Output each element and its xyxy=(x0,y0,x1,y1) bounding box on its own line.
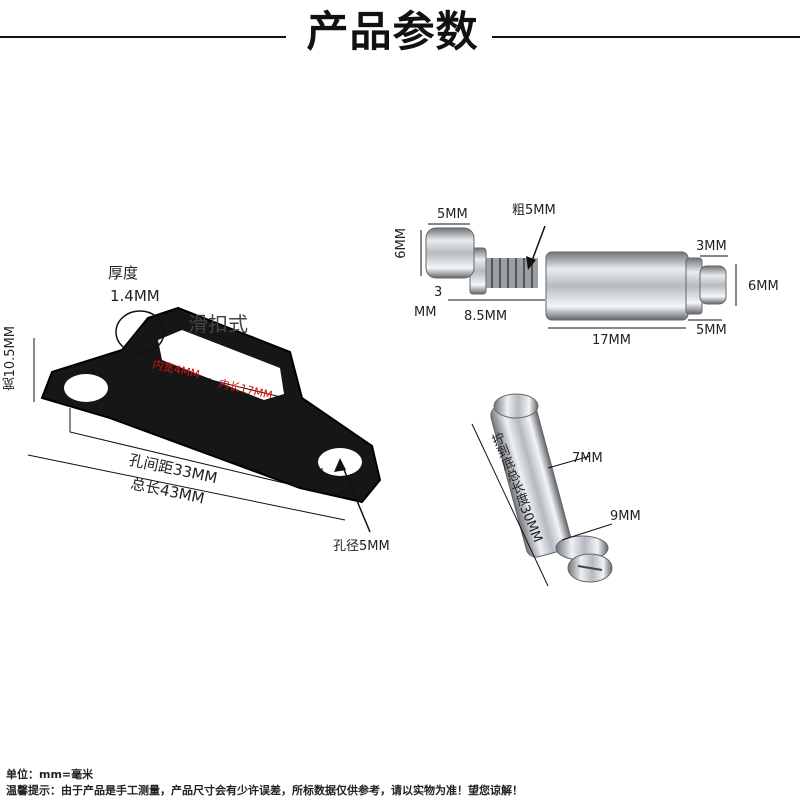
hole-diameter-arrowhead xyxy=(334,458,346,472)
clip-left-hole xyxy=(64,374,108,402)
thickness-label: 厚度 xyxy=(108,264,139,282)
sleeve-body-diameter-label: 6MM xyxy=(748,279,779,294)
sleeve-tip xyxy=(699,265,727,305)
assembly-top-cap xyxy=(493,393,539,419)
assembly-head-diameter-label: 9MM xyxy=(610,509,641,524)
clip-slot xyxy=(158,330,284,400)
width-label: 宽10.5MM xyxy=(3,326,18,391)
hole-diameter-pointer xyxy=(339,459,371,533)
inner-length-dimension-line xyxy=(152,365,286,399)
sleeve-body-length-label: 17MM xyxy=(592,333,631,348)
assembly-length-line xyxy=(471,423,549,587)
sleeve-part xyxy=(545,251,727,321)
disclaimer-note: 温馨提示：由于产品是手工测量，产品尺寸会有少许误差，所标数据仅供参考，请以实物为… xyxy=(6,784,523,797)
thickness-value: 1.4MM xyxy=(110,287,160,305)
screw-head xyxy=(425,227,475,279)
hole-diameter-label: 孔径5MM xyxy=(333,539,390,554)
assembly-body-diameter-label: 7MM xyxy=(572,451,603,466)
sleeve-tip-length-label: 5MM xyxy=(696,323,727,338)
screw-part xyxy=(425,227,538,295)
inner-width-tick xyxy=(205,377,211,399)
screw-thread-thickness-label: 粗5MM xyxy=(512,203,556,218)
unit-note: 单位：mm=毫米 xyxy=(6,768,94,781)
assembled-fastener xyxy=(490,393,613,583)
page-title: 产品参数 xyxy=(306,7,479,56)
thread-arrowhead xyxy=(526,256,536,270)
assembly-body-diameter-line xyxy=(547,455,591,469)
clip-style-label: 滑扣式 xyxy=(188,312,248,336)
sleeve-body xyxy=(545,251,689,321)
screw-head-width-label: 5MM xyxy=(437,207,468,222)
total-length-dimension-line xyxy=(27,454,346,521)
thickness-callout-circle xyxy=(115,310,165,354)
screw-collar-label-a: 3 xyxy=(434,285,443,300)
clip-bracket xyxy=(40,306,382,504)
screw-thread-length-label: 8.5MM xyxy=(464,309,508,324)
screw-head-height-label: 6MM xyxy=(394,228,409,259)
sleeve-tip-diameter-label: 3MM xyxy=(696,239,727,254)
screw-collar-label-b: MM xyxy=(414,305,437,320)
title-banner: 产品参数 xyxy=(0,0,800,70)
assembly-head-diameter-line xyxy=(561,523,613,541)
title-rule-right xyxy=(492,36,800,38)
hole-spacing-dimension-line xyxy=(69,408,323,493)
title-rule-left xyxy=(0,36,286,38)
